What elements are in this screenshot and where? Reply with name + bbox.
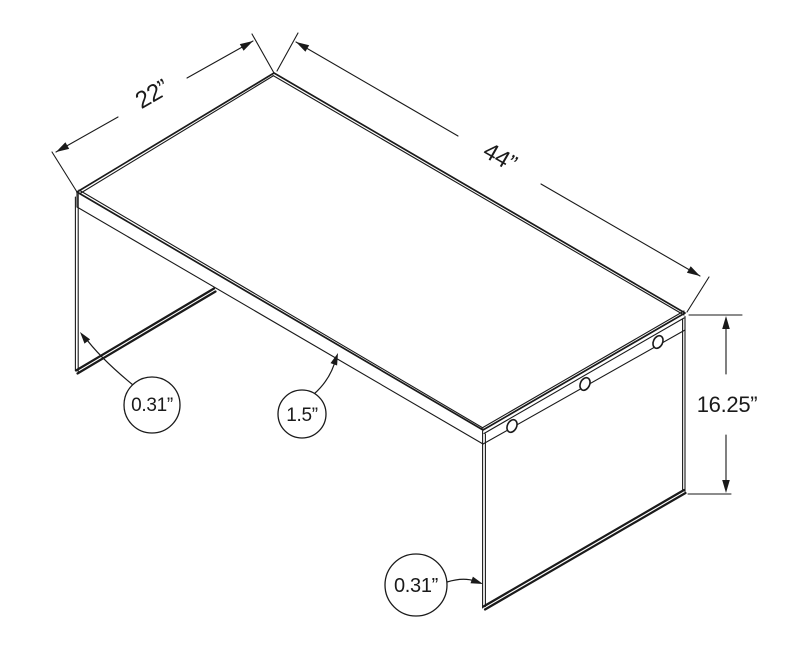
left-glass-thickness-label: 0.31” <box>131 395 173 416</box>
left-glass-panel <box>74 193 217 375</box>
table-top-edge-back-right-inner <box>272 74 685 316</box>
arrowhead-icon <box>722 316 730 329</box>
arrowhead-icon <box>330 353 338 366</box>
length-dimension-label: 44” <box>478 137 521 177</box>
height-dimension: 16.25” <box>687 314 758 495</box>
right-panel-bottom-edge-inner <box>483 491 687 611</box>
arrowhead-icon <box>80 332 91 344</box>
length-dimension-line-upper <box>295 41 459 137</box>
table-top-edge-back-left-inner <box>79 75 274 195</box>
length-extension-line-top <box>276 32 299 72</box>
right-glass-thickness-label: 0.31” <box>394 575 438 597</box>
right-glass-panel <box>482 315 687 611</box>
left-panel-bottom-edge-inner <box>76 290 217 375</box>
callout-bubble <box>277 389 327 439</box>
table-top-surface <box>76 72 686 431</box>
length-dimension-line-lower <box>540 183 701 277</box>
callout-leader-line <box>446 578 476 583</box>
connector-screw-icon <box>579 376 591 392</box>
arrowhead-icon <box>686 266 700 276</box>
callout-bubble <box>384 553 448 617</box>
height-dimension-label: 16.25” <box>697 392 758 417</box>
table-top-edge-front-left-inner <box>78 189 484 429</box>
arrowhead-icon <box>56 142 70 152</box>
left-glass-thickness-callout: 0.31” <box>80 332 181 434</box>
arrowhead-icon <box>470 576 483 584</box>
right-glass-thickness-callout: 0.31” <box>384 553 483 617</box>
width-extension-line-top <box>251 33 275 74</box>
arrowhead-icon <box>239 41 253 51</box>
width-dimension-label: 22” <box>131 74 174 114</box>
table-top <box>76 72 686 445</box>
top-thickness-label: 1.5” <box>286 405 318 426</box>
table-top-edge-front-right-inner <box>481 310 685 429</box>
connector-screw-icon <box>506 418 518 434</box>
callout-bubble <box>123 376 181 434</box>
table-top-band-bottom-front-left <box>76 206 484 445</box>
left-panel-bottom-edge-outer <box>74 287 216 372</box>
right-panel-bottom-edge-outer <box>482 488 686 608</box>
top-thickness-callout: 1.5” <box>277 353 338 439</box>
connector-screw-icon <box>652 334 664 350</box>
right-panel-top-edge <box>483 317 685 435</box>
arrowhead-icon <box>296 42 310 52</box>
width-extension-line-left <box>51 151 78 193</box>
arrowhead-icon <box>722 480 730 493</box>
length-extension-line-right <box>686 276 710 313</box>
